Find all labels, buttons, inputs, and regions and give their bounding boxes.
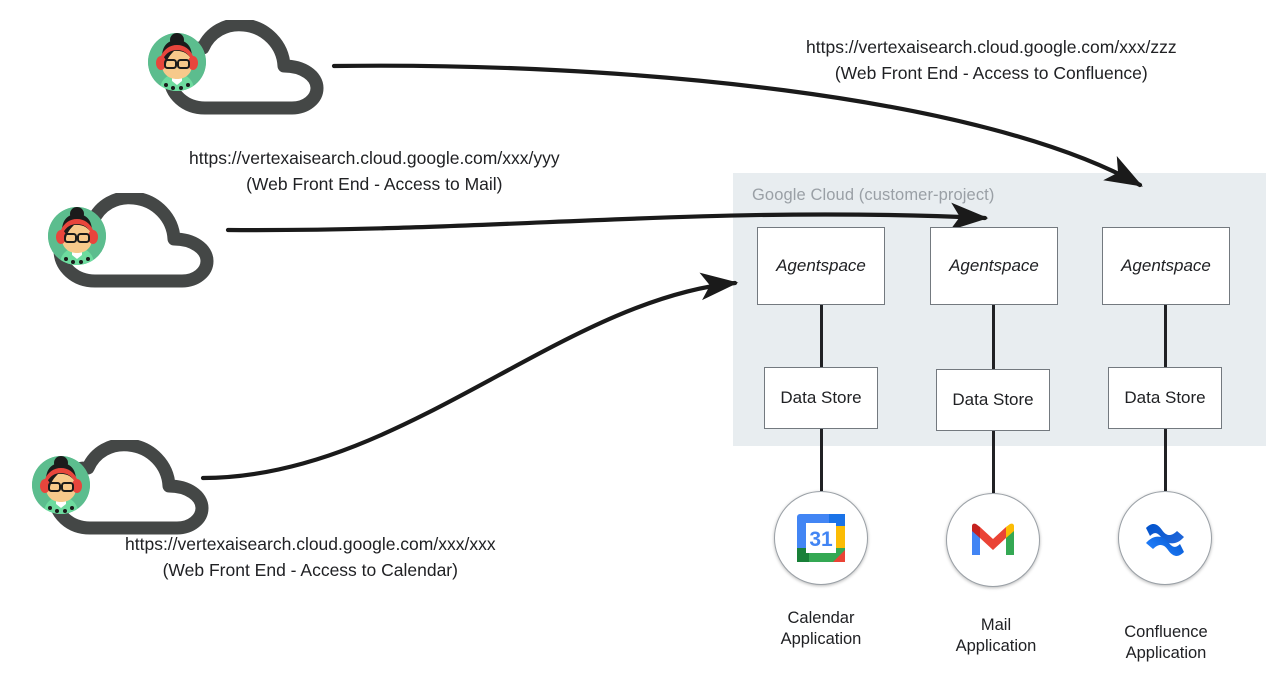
avatar — [148, 33, 206, 91]
google-cloud-container-label: Google Cloud (customer-project) — [752, 186, 995, 204]
avatar — [32, 456, 90, 514]
datastore-box-mail[interactable]: Data Store — [936, 369, 1050, 431]
gmail-icon — [972, 523, 1014, 555]
connector-datastore-app-confluence — [1164, 429, 1167, 491]
confluence-icon — [1146, 524, 1184, 556]
agentspace-box-mail[interactable]: Agentspace — [930, 227, 1058, 305]
app-circle-confluence[interactable] — [1118, 491, 1212, 585]
app-caption-mail: Mail Application — [955, 616, 1037, 656]
agentspace-label: Agentspace — [1121, 256, 1211, 276]
datastore-label: Data Store — [780, 388, 862, 408]
connector-datastore-app-calendar — [820, 429, 823, 491]
user-endpoint-confluence — [140, 18, 340, 125]
user-endpoint-mail — [30, 191, 230, 298]
agentspace-box-confluence[interactable]: Agentspace — [1102, 227, 1230, 305]
agentspace-label: Agentspace — [949, 256, 1039, 276]
calendar-day-number: 31 — [809, 528, 833, 551]
arrow-user-confluence-to-agentspace-3 — [331, 63, 1143, 188]
google-calendar-icon: 31 — [797, 514, 845, 562]
connector-datastore-app-mail — [992, 431, 995, 493]
connector-agentspace-datastore-confluence — [1164, 305, 1167, 367]
connector-agentspace-datastore-mail — [992, 305, 995, 369]
app-caption-confluence: Confluence Application — [1124, 623, 1208, 663]
url-label-confluence: https://vertexaisearch.cloud.google.com/… — [806, 34, 1177, 87]
app-circle-calendar[interactable]: 31 — [774, 491, 868, 585]
connector-agentspace-datastore-calendar — [820, 305, 823, 367]
avatar — [48, 207, 106, 265]
arrow-user-mail-to-agentspace-2 — [225, 202, 989, 233]
url-text: https://vertexaisearch.cloud.google.com/… — [189, 148, 560, 168]
agentspace-box-calendar[interactable]: Agentspace — [757, 227, 885, 305]
url-description: (Web Front End - Access to Calendar) — [162, 560, 458, 581]
url-label-calendar: https://vertexaisearch.cloud.google.com/… — [125, 531, 496, 584]
url-text: https://vertexaisearch.cloud.google.com/… — [125, 534, 496, 554]
url-description: (Web Front End - Access to Mail) — [246, 174, 503, 195]
datastore-label: Data Store — [1124, 388, 1206, 408]
app-caption-calendar: Calendar Application — [780, 609, 862, 649]
datastore-box-confluence[interactable]: Data Store — [1108, 367, 1222, 429]
datastore-label: Data Store — [952, 390, 1034, 410]
datastore-box-calendar[interactable]: Data Store — [764, 367, 878, 429]
url-text: https://vertexaisearch.cloud.google.com/… — [806, 37, 1177, 57]
agentspace-label: Agentspace — [776, 256, 866, 276]
url-description: (Web Front End - Access to Confluence) — [834, 63, 1148, 84]
url-label-mail: https://vertexaisearch.cloud.google.com/… — [189, 145, 560, 198]
user-endpoint-calendar — [25, 438, 225, 545]
app-circle-mail[interactable] — [946, 493, 1040, 587]
arrow-user-calendar-to-agentspace-1 — [200, 272, 739, 481]
